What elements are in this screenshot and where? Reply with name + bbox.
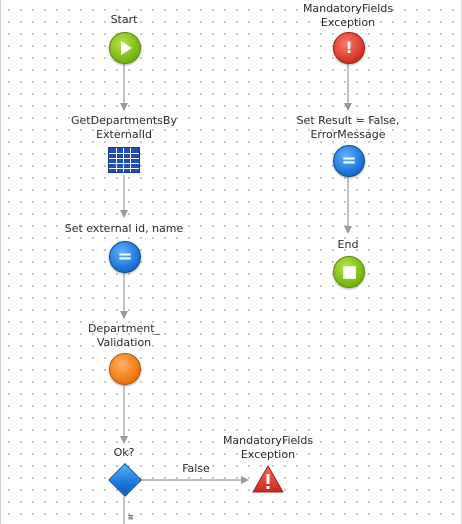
canvas-left-border: [0, 0, 1, 524]
table-grid-icon: [108, 147, 140, 173]
mandatory-exception-top-label: MandatoryFields Exception: [302, 2, 394, 29]
exclamation-icon: !: [345, 38, 353, 57]
equals-icon: =: [117, 246, 133, 267]
connector-marker-icon: ≡: [128, 513, 134, 523]
play-icon: [110, 33, 140, 63]
assign-circle: =: [109, 241, 141, 273]
set-external-label: Set external id, name: [64, 222, 184, 235]
action-circle: [109, 353, 141, 385]
mandatory-exception-bottom-label: MandatoryFields Exception: [222, 434, 314, 461]
warning-triangle-icon: [252, 465, 284, 493]
start-label: Start: [110, 13, 138, 26]
end-label: End: [337, 238, 359, 251]
raise-exception-node[interactable]: [251, 464, 285, 494]
exception-circle: !: [333, 32, 365, 64]
stop-icon: [334, 257, 364, 287]
assign-circle: =: [333, 145, 365, 177]
set-result-label: Set Result = False, ErrorMessage: [296, 114, 400, 141]
department-validation-label: Department_ Validation: [87, 322, 161, 349]
false-branch-label: False: [182, 462, 210, 475]
ok-if-label: Ok?: [113, 446, 135, 459]
equals-icon: =: [341, 150, 357, 171]
end-circle: [333, 256, 365, 288]
start-circle: [109, 32, 141, 64]
get-departments-label: GetDepartmentsBy ExternalId: [71, 114, 177, 141]
